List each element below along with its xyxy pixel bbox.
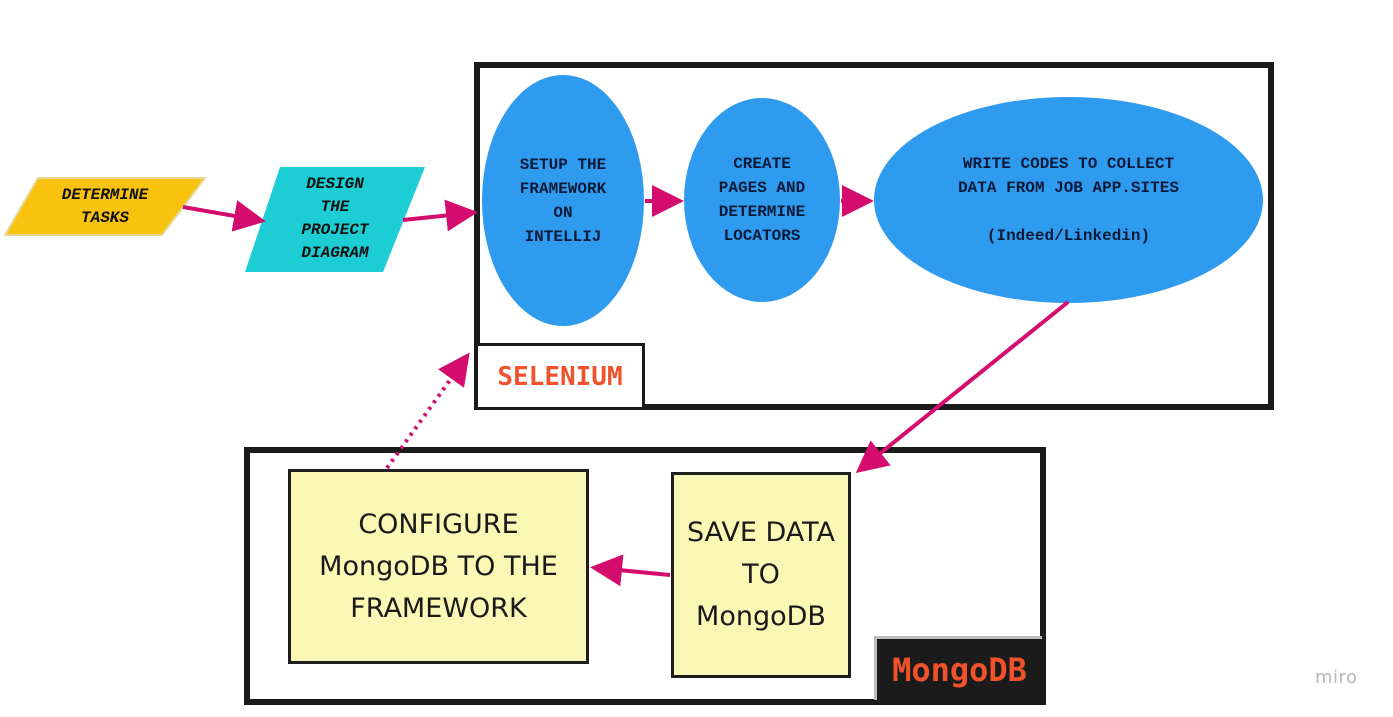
arrow-save-to-configure xyxy=(590,554,671,587)
design-diagram-shape[interactable] xyxy=(245,167,425,272)
miro-watermark: miro xyxy=(1315,667,1358,688)
arrow-tasks-to-design xyxy=(182,200,266,232)
design-diagram-text: DESIGN THE PROJECT DIAGRAM xyxy=(301,175,369,262)
arrow-configure-to-selenium-dotted xyxy=(385,352,470,470)
determine-tasks-shape[interactable] xyxy=(3,177,208,236)
determine-tasks-text: DETERMINE TASKS xyxy=(61,185,149,227)
write-codes-node[interactable]: WRITE CODES TO COLLECT DATA FROM JOB APP… xyxy=(874,97,1263,303)
selenium-label: SELENIUM xyxy=(478,343,645,407)
mongodb-label: MongoDB xyxy=(874,636,1042,700)
arrow-write-to-save xyxy=(855,300,1070,474)
create-pages-node[interactable]: CREATE PAGES AND DETERMINE LOCATORS xyxy=(684,98,840,302)
save-data-note[interactable]: SAVE DATA TO MongoDB xyxy=(671,472,851,678)
setup-framework-node[interactable]: SETUP THE FRAMEWORK ON INTELLIJ xyxy=(482,75,644,326)
arrow-design-to-setup xyxy=(402,199,478,232)
configure-mongodb-note[interactable]: CONFIGURE MongoDB TO THE FRAMEWORK xyxy=(288,469,589,664)
